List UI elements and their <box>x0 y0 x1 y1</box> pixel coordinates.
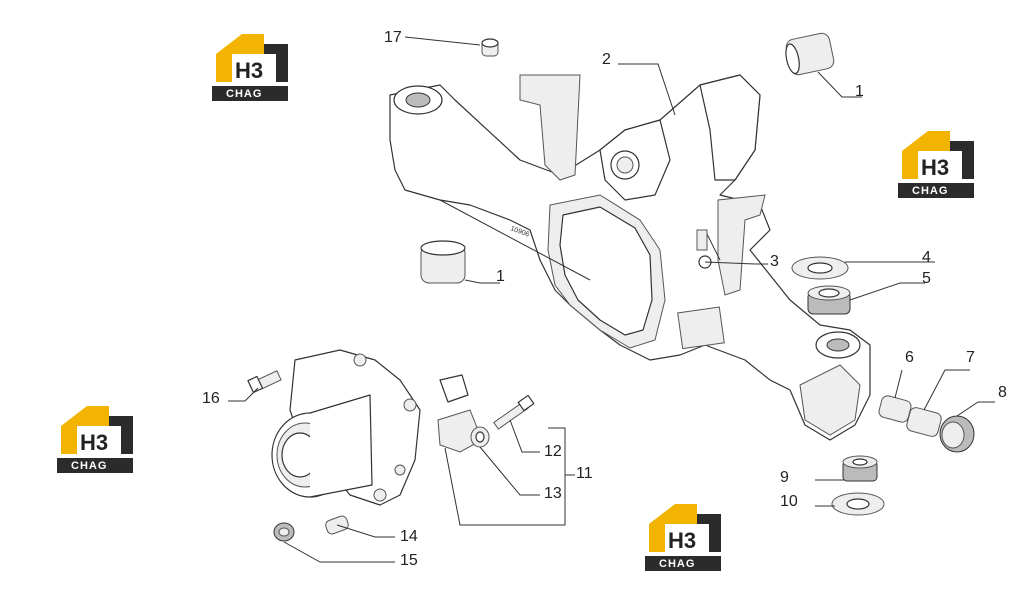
part-12-bolt <box>493 394 535 430</box>
part-7-sleeve <box>906 407 942 437</box>
callout-16: 16 <box>202 390 220 407</box>
callout-labels: 17 2 1 1 3 4 5 6 7 8 9 10 11 12 13 14 15… <box>202 29 1007 569</box>
callout-6: 6 <box>905 349 914 366</box>
leader-lines <box>228 36 995 563</box>
part-11-bracket <box>437 374 483 453</box>
hub-carrier <box>271 349 421 506</box>
callout-11: 11 <box>576 465 593 482</box>
part-6-sleeve <box>878 395 912 423</box>
callout-1-top: 1 <box>855 83 864 100</box>
callout-17: 17 <box>384 29 402 46</box>
part-9-bushing <box>842 455 878 482</box>
callout-9: 9 <box>780 469 789 486</box>
logo-sub-text: CHAG <box>71 460 107 472</box>
part-8-ring <box>939 415 975 453</box>
brand-logo-watermark: H3 CHAG <box>645 500 725 574</box>
callout-10: 10 <box>780 493 798 510</box>
callout-5: 5 <box>922 270 931 287</box>
brand-logo-watermark: H3 CHAG <box>212 30 292 104</box>
part-10-washer <box>831 492 885 516</box>
callout-14: 14 <box>400 528 418 545</box>
logo-sub-text: CHAG <box>226 88 262 100</box>
axle-housing: 10906 <box>389 74 871 441</box>
part-1-bushing-top <box>785 32 835 76</box>
brand-logo-watermark: H3 CHAG <box>57 402 137 476</box>
callout-12: 12 <box>544 443 562 460</box>
part-4-washer <box>791 256 849 280</box>
logo-main-text: H3 <box>235 58 263 83</box>
part-15-nut <box>273 522 295 542</box>
part-1-bushing-left <box>420 240 466 284</box>
callout-7: 7 <box>966 349 975 366</box>
part-13-bushing <box>470 426 490 448</box>
logo-main-text: H3 <box>80 430 108 455</box>
part-16-bolt <box>247 370 282 394</box>
part-17-plug <box>481 38 499 57</box>
part-5-bushing <box>807 285 851 315</box>
callout-13: 13 <box>544 485 562 502</box>
logo-main-text: H3 <box>668 528 696 553</box>
logo-sub-text: CHAG <box>659 558 695 570</box>
callout-4: 4 <box>922 249 931 266</box>
callout-8: 8 <box>998 384 1007 401</box>
callout-15: 15 <box>400 552 418 569</box>
brand-logo-watermark: H3 CHAG <box>898 127 978 201</box>
callout-1-left: 1 <box>496 268 505 285</box>
callout-2: 2 <box>602 51 611 68</box>
logo-sub-text: CHAG <box>912 185 948 197</box>
logo-main-text: H3 <box>921 155 949 180</box>
callout-3: 3 <box>770 253 779 270</box>
